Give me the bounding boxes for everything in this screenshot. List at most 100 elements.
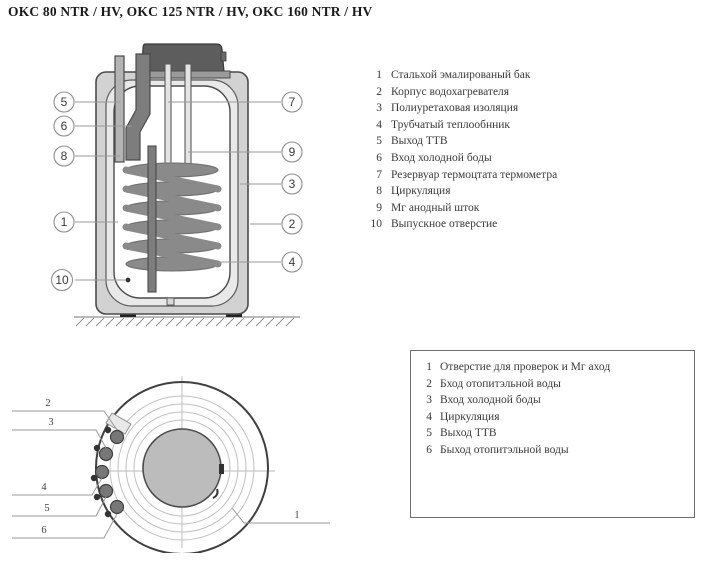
inner-tank-marker-lower <box>212 488 219 499</box>
legend-item-label: Вход холодной боды <box>391 151 492 164</box>
tank-callout-4-label: 4 <box>289 255 296 269</box>
legend-item-number: 10 <box>370 218 383 231</box>
plan-callout-6-label: 6 <box>41 525 46 536</box>
legend-item-label: Выход ТТВ <box>391 135 448 148</box>
legend-item-number: 4 <box>426 410 432 423</box>
legend-item-number: 9 <box>376 201 382 214</box>
port-fitting-4 <box>90 464 110 482</box>
tank-callout-1[interactable]: 1 <box>53 211 75 233</box>
legend-item: 6 Вход холодной боды <box>366 150 696 167</box>
legend-item-label: Корпус водохагревателя <box>391 85 510 98</box>
tank-callout-10-label: 10 <box>55 273 69 287</box>
top-cover-cap <box>137 43 231 79</box>
port-fitting-2 <box>104 426 125 445</box>
insulation-circle-4 <box>133 419 231 517</box>
plan-callout-2-label: 2 <box>45 398 50 409</box>
legend-connections: 1 Отверстие для проверок и Мг аход 2 Бхо… <box>422 359 692 459</box>
legend-item-number: 7 <box>376 168 382 181</box>
legend-item: 5 Выход ТТВ <box>366 133 696 150</box>
circulation-riser-pipe <box>147 145 157 293</box>
tank-callout-7[interactable]: 7 <box>281 91 303 113</box>
legend-item-number: 1 <box>376 69 382 81</box>
page-title: OKC 80 NTR / HV, OKC 125 NTR / HV, OKC 1… <box>8 4 373 19</box>
tank-callout-6-label: 6 <box>61 119 68 133</box>
legend-item: 3 Полиуретаховая изоляция <box>366 100 696 117</box>
legend-item-label: Полиуретаховая изоляция <box>391 102 519 115</box>
tank-callout-7-label: 7 <box>289 95 296 109</box>
legend-item-label: Быход отопитэльной воды <box>440 443 569 456</box>
top-view-plan-diagram: 2 3 4 5 6 1 <box>12 376 330 553</box>
inspection-opening-stub <box>105 412 132 435</box>
legend-item-number: 3 <box>426 394 432 407</box>
legend-item: 2 Бход отопитэльной воды <box>422 376 692 393</box>
port-fitting-6 <box>104 499 125 518</box>
legend-item: 9 Мг анодный шток <box>366 200 696 217</box>
tank-leader-lines-left <box>75 101 132 281</box>
hot-water-outlet-pipe <box>114 55 125 163</box>
inner-tank-circle <box>142 428 222 508</box>
tank-callout-10[interactable]: 10 <box>50 268 74 292</box>
plan-callout-3-label: 3 <box>48 417 53 428</box>
tank-callout-8[interactable]: 8 <box>53 145 75 167</box>
tank-callout-8-label: 8 <box>61 149 68 163</box>
plan-leader-lines <box>12 410 330 539</box>
legend-item-label: Мг анодный шток <box>391 201 480 214</box>
legend-item-number: 2 <box>426 377 432 390</box>
legend-item-number: 6 <box>426 443 432 456</box>
tank-callout-3[interactable]: 3 <box>281 173 303 195</box>
legend-item-label: Вход холодной боды <box>440 394 541 407</box>
plan-callout-1-label: 1 <box>294 510 299 521</box>
tank-callout-9-label: 9 <box>289 145 296 159</box>
legend-tank-parts: 1 Стальхой эмалированый бак 2 Корпус вод… <box>366 67 696 233</box>
legend-item: 8 Циркуляция <box>366 183 696 200</box>
legend-item-label: Циркуляция <box>391 185 451 198</box>
legend-connections-box <box>410 350 695 518</box>
legend-item-number: 2 <box>376 85 382 98</box>
tank-cross-section-diagram: 5 6 8 1 10 7 9 3 <box>50 43 303 327</box>
plan-callout-5-label: 5 <box>44 503 49 514</box>
tank-callout-3-label: 3 <box>289 177 296 191</box>
insulation-circle-3 <box>125 411 239 525</box>
legend-item: 7 Резервуар термоцтата термометра <box>366 167 696 184</box>
legend-item: 3 Вход холодной боды <box>422 392 692 409</box>
cold-water-inlet-pipe <box>125 53 151 161</box>
legend-item-number: 4 <box>376 118 382 131</box>
legend-item: 4 Трубчатый теплообнник <box>366 117 696 134</box>
legend-item-label: Выпускное отверстие <box>391 218 498 231</box>
legend-item-number: 3 <box>376 102 382 115</box>
legend-item-label: Отверстие для проверок и Мг аход <box>440 361 611 373</box>
legend-item: 1 Отверстие для проверок и Мг аход <box>422 359 692 376</box>
legend-item-label: Бход отопитэльной воды <box>440 377 561 390</box>
drain-outlet-hole <box>125 277 131 283</box>
legend-item-number: 8 <box>376 185 382 198</box>
insulation-circle-2 <box>117 403 247 533</box>
tank-callout-1-label: 1 <box>61 215 68 229</box>
thermostat-well-tube <box>164 63 172 165</box>
insulation-circle-1 <box>109 395 255 541</box>
tank-callout-4[interactable]: 4 <box>281 251 303 273</box>
tank-callout-5[interactable]: 5 <box>53 91 75 113</box>
tank-callout-6[interactable]: 6 <box>53 115 75 137</box>
legend-item-label: Резервуар термоцтата термометра <box>391 168 558 181</box>
legend-item: 1 Стальхой эмалированый бак <box>366 67 696 84</box>
bottom-connector <box>166 297 175 306</box>
tank-callout-9[interactable]: 9 <box>281 141 303 163</box>
magnesium-anode-rod <box>184 63 192 165</box>
tank-callout-2[interactable]: 2 <box>281 213 303 235</box>
legend-item-label: Циркуляция <box>440 410 500 423</box>
inner-tank-marker-right <box>219 464 224 474</box>
plan-callout-4-label: 4 <box>41 482 47 493</box>
outer-casing-circle <box>95 381 269 553</box>
legend-item: 10 Выпускное отверстие <box>366 216 696 233</box>
legend-item-number: 1 <box>426 361 432 373</box>
legend-item: 4 Циркуляция <box>422 409 692 426</box>
legend-item: 2 Корпус водохагревателя <box>366 84 696 101</box>
legend-item: 5 Выход ТТВ <box>422 425 692 442</box>
tank-callout-5-label: 5 <box>61 95 68 109</box>
plan-port-fittings <box>90 426 125 518</box>
legend-item-label: Трубчатый теплообнник <box>391 118 510 131</box>
legend-item-number: 5 <box>426 427 432 440</box>
legend-item: 6 Быход отопитэльной воды <box>422 442 692 459</box>
legend-item-label: Стальхой эмалированый бак <box>391 69 531 81</box>
